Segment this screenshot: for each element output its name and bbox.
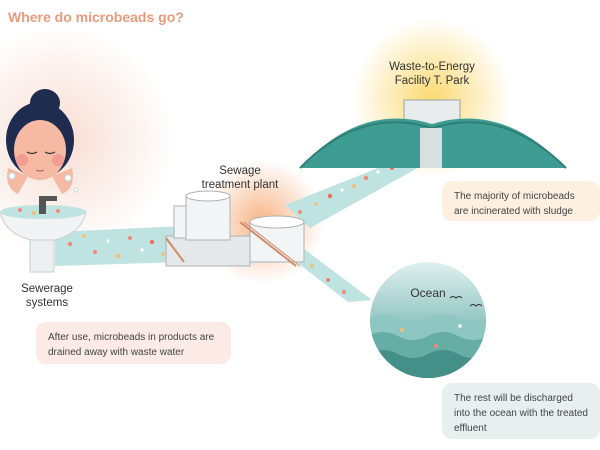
sewerage-note: After use, microbeads in products are dr… xyxy=(36,322,231,364)
ocean-label: Ocean xyxy=(410,286,446,300)
ocean-discharge-note: The rest will be discharged into the oce… xyxy=(442,383,600,439)
water-streams xyxy=(55,160,432,302)
sewage-plant-illustration xyxy=(165,190,305,267)
incineration-note: The majority of microbeads are incinerat… xyxy=(442,181,600,221)
waste-energy-facility-illustration xyxy=(299,99,567,169)
wash-basin-illustration xyxy=(0,196,87,273)
diagram-title: Where do microbeads go? xyxy=(8,9,184,25)
person-washing-face-illustration xyxy=(6,89,79,194)
